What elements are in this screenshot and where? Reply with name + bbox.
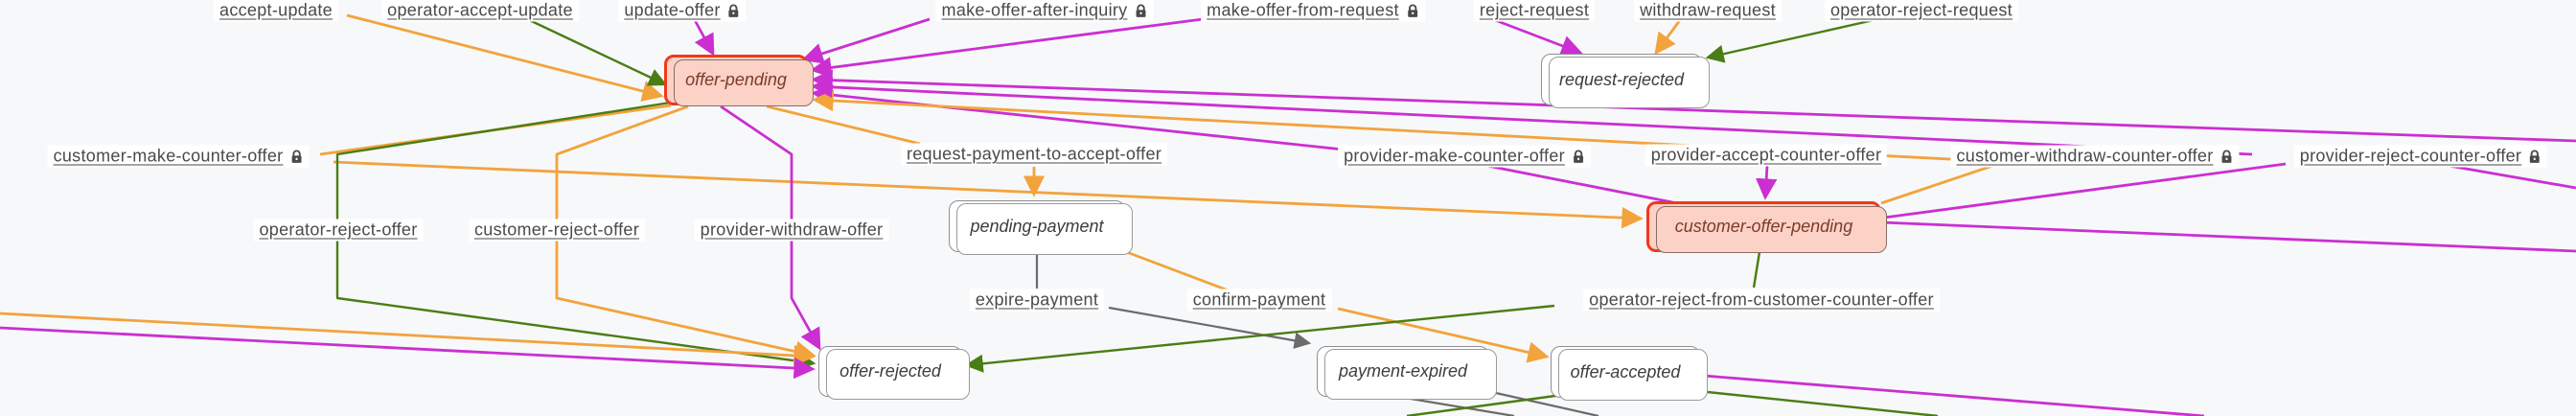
lock-icon [728, 4, 739, 17]
state-node-label: pending-payment [970, 216, 1104, 236]
state-node-stack-shadow [1558, 349, 1708, 401]
transition-label-text: operator-reject-from-customer-counter-of… [1589, 289, 1934, 310]
transition-label-make-offer-after-inquiry[interactable]: make-offer-after-inquiry [935, 0, 1154, 22]
transition-label-provider-withdraw-offer[interactable]: provider-withdraw-offer [694, 219, 889, 242]
lock-icon [291, 150, 302, 163]
transition-label-text: expire-payment [975, 289, 1099, 310]
transition-label-text: request-payment-to-accept-offer [906, 144, 1162, 164]
transition-label-text: accept-update [219, 0, 333, 20]
lock-icon [1573, 150, 1583, 163]
edge-offer-accepted-tail-magenta [1703, 374, 2205, 416]
edge-provider-accept-counter-offer [1756, 165, 1778, 200]
edge-offer-accepted-tail-green-right [1697, 389, 1939, 416]
edge-operator-reject-from-counter-a [1752, 251, 1761, 289]
edge-make-offer-from-request [810, 17, 1204, 79]
transition-label-text: operator-reject-offer [259, 220, 418, 240]
edge-left-edge-provider-line [0, 326, 816, 380]
transition-label-text: make-offer-from-request [1207, 0, 1399, 20]
state-node-stack-shadow [956, 203, 1133, 255]
lock-icon [2221, 150, 2232, 163]
lock-icon [1407, 4, 1417, 17]
state-node-label: customer-offer-pending [1674, 217, 1853, 236]
state-node-offer-accepted[interactable]: offer-accepted [1551, 346, 1708, 401]
edge-request-payment-to-accept-offer-a [766, 104, 921, 146]
edge-offer-accepted-tail-green-left [1406, 393, 1563, 416]
transition-label-text: provider-accept-counter-offer [1650, 145, 1882, 165]
state-node-stack-shadow [1324, 349, 1497, 400]
transition-label-text: customer-withdraw-counter-offer [1956, 146, 2214, 166]
edge-confirm-payment-b [1337, 307, 1550, 363]
edge-operator-reject-request [1705, 18, 1874, 63]
transition-label-customer-reject-offer[interactable]: customer-reject-offer [468, 219, 646, 242]
transition-label-text: confirm-payment [1192, 289, 1326, 310]
transition-label-withdraw-request[interactable]: withdraw-request [1634, 0, 1782, 22]
state-node-offer-rejected[interactable]: offer-rejected [818, 346, 970, 400]
edge-update-offer [693, 19, 715, 57]
transition-label-text: customer-reject-offer [473, 220, 640, 240]
edge-provider-reject-counter-offer-a [1883, 162, 2287, 220]
lock-icon [2530, 150, 2541, 163]
transition-label-provider-reject-counter-offer[interactable]: provider-reject-counter-offer [2293, 145, 2548, 168]
state-node-pending-payment[interactable]: pending-payment [949, 200, 1133, 255]
transition-label-text: provider-make-counter-offer [1344, 146, 1565, 166]
edge-expire-payment-b [1108, 306, 1312, 349]
edge-counter-offer-return-1 [811, 76, 2253, 156]
edge-reject-request [1494, 18, 1583, 57]
transition-label-text: provider-reject-counter-offer [2299, 146, 2522, 166]
transition-label-text: withdraw-request [1640, 0, 1776, 20]
edge-operator-accept-update [520, 14, 668, 86]
transition-label-text: make-offer-after-inquiry [941, 0, 1128, 20]
transition-label-provider-accept-counter-offer[interactable]: provider-accept-counter-offer [1644, 144, 1888, 167]
transition-label-provider-make-counter-offer[interactable]: provider-make-counter-offer [1338, 145, 1591, 168]
transition-label-confirm-payment[interactable]: confirm-payment [1186, 289, 1332, 312]
transition-label-customer-withdraw-counter-offer[interactable]: customer-withdraw-counter-offer [1950, 145, 2240, 168]
state-node-stack-shadow [826, 349, 970, 400]
transition-label-reject-request[interactable]: reject-request [1473, 0, 1596, 22]
state-node-stack-shadow [1549, 57, 1710, 108]
transition-label-text: customer-make-counter-offer [53, 146, 284, 166]
transition-label-request-payment-to-accept-offer[interactable]: request-payment-to-accept-offer [900, 143, 1168, 166]
state-node-payment-expired[interactable]: payment-expired [1317, 346, 1497, 400]
transition-label-make-offer-from-request[interactable]: make-offer-from-request [1201, 0, 1425, 22]
edge-accept-update [346, 13, 664, 102]
edge-operator-reject-from-counter-b [964, 304, 1555, 373]
state-node-label: payment-expired [1338, 361, 1468, 381]
edge-provider-reject-counter-offer-b [2443, 163, 2576, 190]
state-node-label: request-rejected [1558, 69, 1685, 89]
transition-label-text: provider-withdraw-offer [700, 220, 884, 240]
state-node-label: offer-rejected [840, 361, 941, 381]
transition-label-text: update-offer [624, 0, 721, 20]
edge-payment-expired-tail-2 [1486, 389, 1599, 416]
edge-payment-expired-tail-1 [1398, 395, 1515, 416]
edge-customer-withdraw-counter-offer-a [1880, 161, 2002, 205]
transition-label-operator-reject-from-customer-counter-offer[interactable]: operator-reject-from-customer-counter-of… [1583, 289, 1940, 312]
transition-label-operator-reject-offer[interactable]: operator-reject-offer [253, 219, 424, 242]
state-node-customer-offer-pending[interactable]: customer-offer-pending [1646, 201, 1887, 253]
state-node-label: offer-accepted [1570, 361, 1681, 381]
transition-label-update-offer[interactable]: update-offer [618, 0, 747, 22]
state-node-stack-shadow [1656, 206, 1887, 253]
edge-customer-make-counter-offer-b [333, 160, 1644, 229]
transition-label-accept-update[interactable]: accept-update [214, 0, 338, 22]
edge-make-offer-after-inquiry [801, 17, 931, 64]
transition-label-operator-accept-update[interactable]: operator-accept-update [381, 0, 579, 22]
edge-left-edge-customer-line [0, 312, 816, 367]
transition-label-customer-make-counter-offer[interactable]: customer-make-counter-offer [47, 145, 310, 168]
transition-label-expire-payment[interactable]: expire-payment [969, 289, 1105, 312]
state-node-request-rejected[interactable]: request-rejected [1541, 54, 1710, 108]
transition-label-text: operator-accept-update [387, 0, 573, 20]
transition-label-text: operator-reject-request [1830, 0, 2012, 20]
transition-label-operator-reject-request[interactable]: operator-reject-request [1825, 0, 2018, 22]
transition-label-text: reject-request [1479, 0, 1590, 20]
edge-counter-offer-return-2 [811, 69, 2576, 143]
state-node-offer-pending[interactable]: offer-pending [664, 55, 814, 106]
edge-customer-offer-pending-tail-right [1880, 220, 2576, 253]
state-node-label: offer-pending [685, 70, 787, 89]
state-node-stack-shadow [674, 59, 814, 106]
edge-withdraw-request [1654, 19, 1682, 56]
lock-icon [1136, 4, 1146, 17]
